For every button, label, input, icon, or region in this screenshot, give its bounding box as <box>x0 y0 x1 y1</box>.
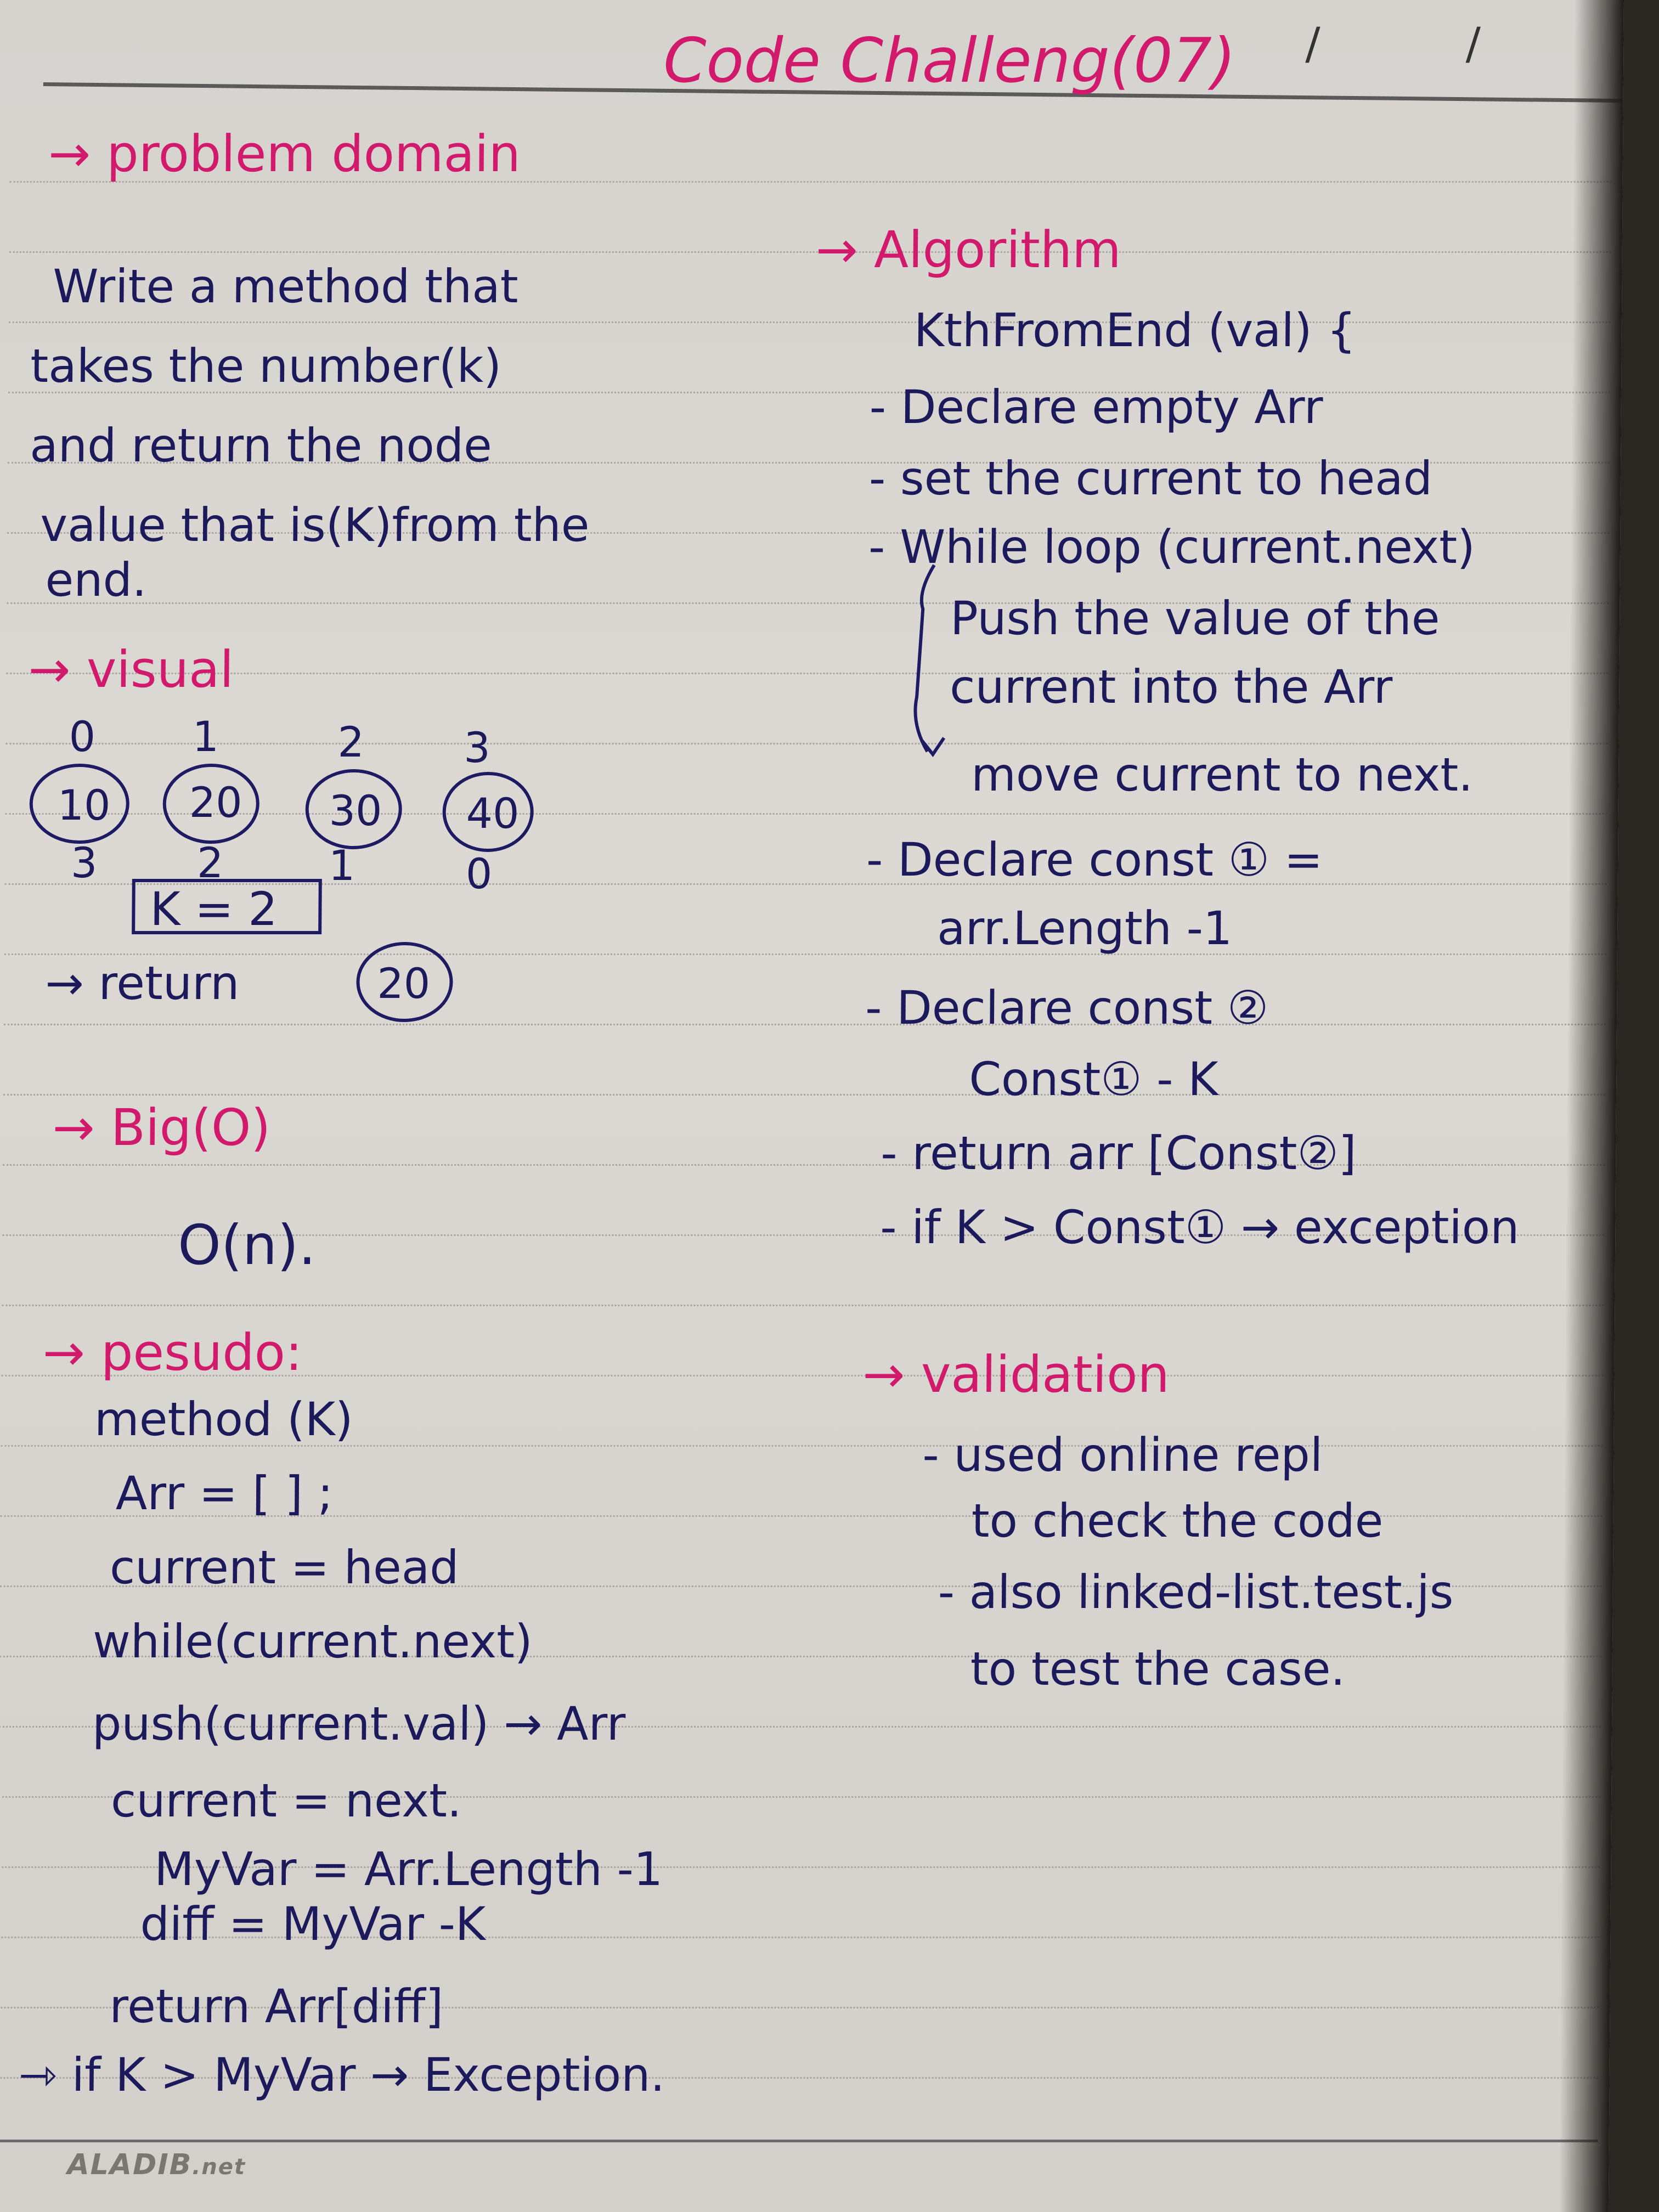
node-circle <box>29 764 129 844</box>
node-circle <box>442 772 534 852</box>
pseudo-line: current = head <box>109 1541 459 1594</box>
brand-logo: ALADIB.net <box>67 2148 246 2181</box>
validation-line: to test the case. <box>970 1642 1346 1696</box>
pseudo-heading: → pesudo: <box>42 1323 303 1382</box>
ruled-line <box>3 1094 1606 1096</box>
pseudo-line: while(current.next) <box>92 1615 533 1668</box>
algorithm-substep: Const① - K <box>968 1052 1218 1106</box>
ruled-line <box>3 1164 1605 1166</box>
node-circle <box>162 764 259 844</box>
pseudo-line: MyVar = Arr.Length -1 <box>154 1842 663 1896</box>
arrow-icon: → <box>52 1098 111 1157</box>
pseudo-line: ⇾ if K > MyVar → Exception. <box>18 2048 665 2102</box>
algorithm-substep: arr.Length -1 <box>936 901 1233 955</box>
validation-line: - used online repl <box>922 1428 1323 1482</box>
notebook-page: Code Challeng(07) / / → problem domain W… <box>0 0 1624 2212</box>
arrow-icon: → <box>45 956 99 1010</box>
return-value: 20 <box>377 959 431 1008</box>
validation-line: to check the code <box>971 1494 1384 1548</box>
algorithm-step: - return arr [Const②] <box>880 1126 1357 1180</box>
return-circle <box>356 942 453 1022</box>
arrow-icon: → <box>862 1345 922 1404</box>
validation-heading: → validation <box>862 1345 1170 1404</box>
node-index-bottom: 2 <box>196 838 224 887</box>
node-circle <box>305 769 402 849</box>
pseudo-line: current = next. <box>110 1774 462 1827</box>
algorithm-step: - Declare const ① = <box>866 833 1323 887</box>
big-o-heading: → Big(O) <box>52 1098 271 1157</box>
validation-line: - also linked-list.test.js <box>938 1565 1454 1619</box>
k-value-box: K = 2 <box>150 882 278 936</box>
pseudo-line: method (K) <box>94 1392 354 1446</box>
return-line: → return <box>45 956 240 1010</box>
ruled-line <box>2 1305 1604 1306</box>
arrow-icon: ⇾ <box>18 2048 72 2102</box>
big-o-value: O(n). <box>177 1213 317 1277</box>
linked-list-diagram <box>29 764 534 1022</box>
node-index-bottom: 1 <box>328 841 356 890</box>
algorithm-step: - if K > Const① → exception <box>880 1200 1520 1254</box>
pseudo-line: push(current.val) → Arr <box>92 1697 626 1751</box>
pseudo-line: diff = MyVar -K <box>140 1897 486 1951</box>
arrow-icon: → <box>42 1323 101 1382</box>
footer-rule <box>0 2140 1598 2142</box>
pseudo-line: Arr = [ ] ; <box>115 1466 334 1520</box>
k-box-border <box>132 879 322 934</box>
node-index-bottom: 3 <box>70 838 98 887</box>
loop-bracket <box>913 564 946 758</box>
node-index-bottom: 0 <box>465 849 493 898</box>
pseudo-line: return Arr[diff] <box>109 1979 444 2033</box>
algorithm-step: - Declare const ② <box>865 981 1269 1035</box>
